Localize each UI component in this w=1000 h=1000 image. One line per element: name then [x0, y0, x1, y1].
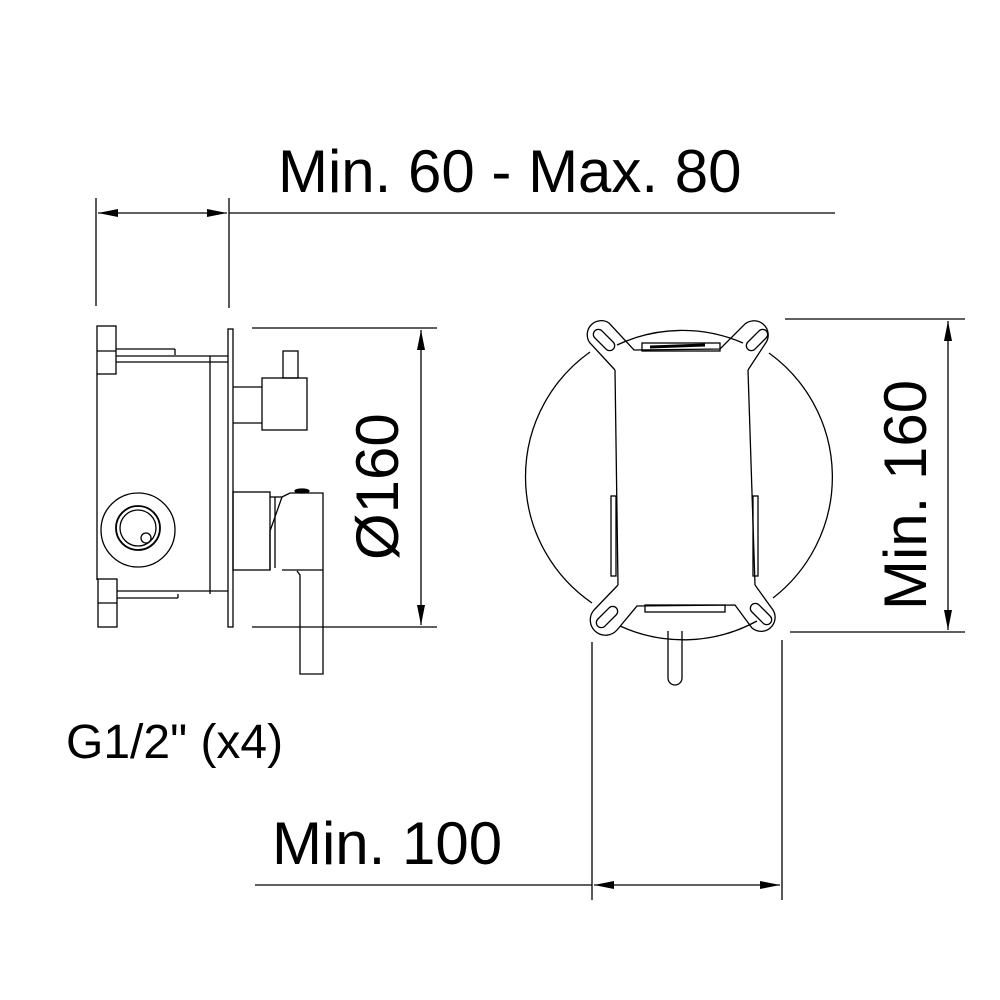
width-dimension	[255, 640, 783, 900]
height-dimension	[785, 318, 965, 633]
min-height-label: Min. 160	[872, 380, 939, 610]
diameter-dimension	[252, 327, 437, 628]
connections-label: G1/2" (x4)	[66, 716, 283, 769]
front-view	[524, 320, 833, 686]
min-width-label: Min. 100	[272, 810, 502, 877]
plate-diameter-label: Ø160	[344, 413, 411, 560]
depth-dimension	[95, 198, 835, 308]
side-view	[96, 325, 324, 675]
depth-range-label: Min. 60 - Max. 80	[278, 138, 742, 205]
